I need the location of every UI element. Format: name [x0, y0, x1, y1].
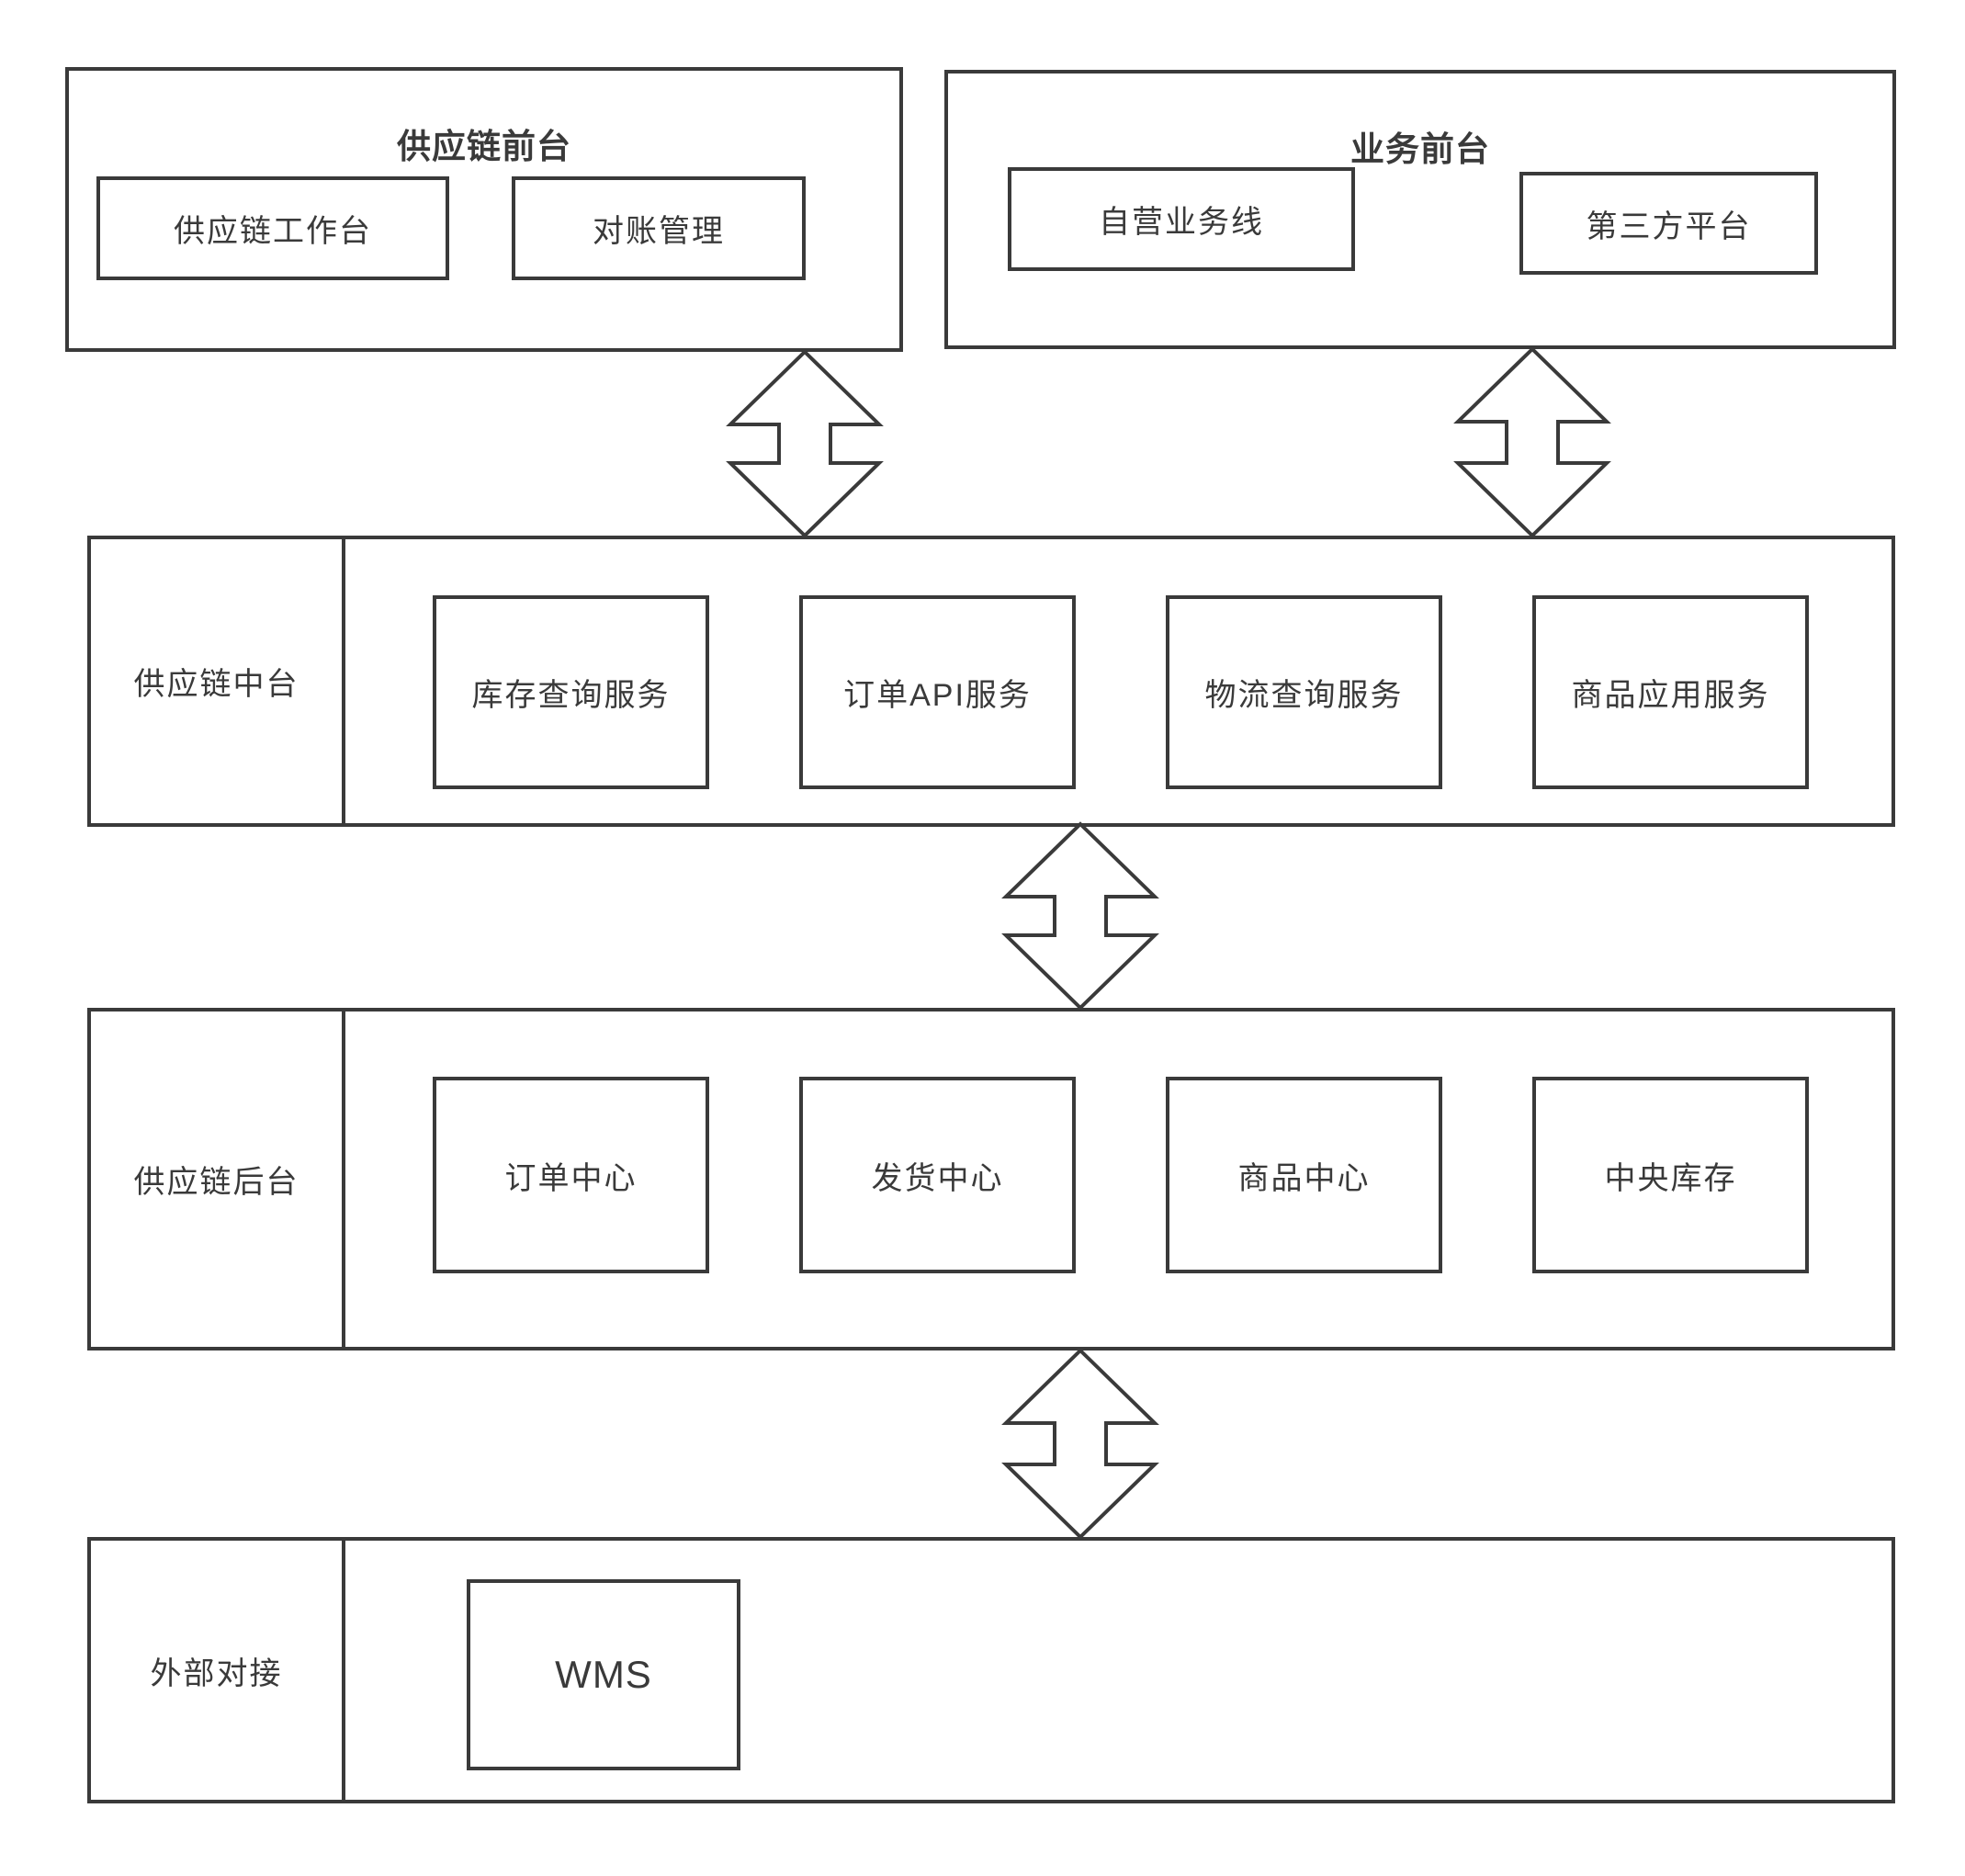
node-reconciliation-management: 对账管理 — [512, 176, 806, 280]
node-supply-chain-workbench: 供应链工作台 — [96, 176, 449, 280]
group-supply-chain-frontend: 供应链前台 供应链工作台 对账管理 — [65, 67, 903, 352]
group-business-frontend: 业务前台 自营业务线 第三方平台 — [944, 70, 1896, 349]
layer-supply-chain-backend-label: 供应链后台 — [91, 1011, 345, 1347]
node-logistics-query-service: 物流查询服务 — [1166, 595, 1442, 789]
layer-external-integration-label: 外部对接 — [91, 1541, 345, 1800]
node-shipping-center: 发货中心 — [799, 1077, 1076, 1273]
arrow-backend-to-external — [1001, 1348, 1159, 1540]
layer-supply-chain-backend: 供应链后台 订单中心 发货中心 商品中心 中央库存 — [87, 1008, 1895, 1350]
node-third-party-platform: 第三方平台 — [1519, 172, 1818, 275]
node-inventory-query-service: 库存查询服务 — [433, 595, 709, 789]
node-wms: WMS — [467, 1579, 740, 1770]
arrow-business-to-middle — [1453, 346, 1611, 538]
node-product-application-service: 商品应用服务 — [1532, 595, 1809, 789]
node-order-center: 订单中心 — [433, 1077, 709, 1273]
layer-supply-chain-middle: 供应链中台 库存查询服务 订单API服务 物流查询服务 商品应用服务 — [87, 536, 1895, 827]
layer-external-integration: 外部对接 WMS — [87, 1537, 1895, 1803]
arrow-middle-to-backend — [1001, 821, 1159, 1011]
node-product-center: 商品中心 — [1166, 1077, 1442, 1273]
node-order-api-service: 订单API服务 — [799, 595, 1076, 789]
group-business-frontend-title: 业务前台 — [1350, 130, 1490, 168]
arrow-frontend-sc-to-middle — [726, 349, 884, 538]
node-central-inventory: 中央库存 — [1532, 1077, 1809, 1273]
group-supply-chain-frontend-title: 供应链前台 — [397, 128, 571, 165]
layer-supply-chain-middle-label: 供应链中台 — [91, 539, 345, 823]
node-self-operated-business-line: 自营业务线 — [1008, 167, 1355, 271]
